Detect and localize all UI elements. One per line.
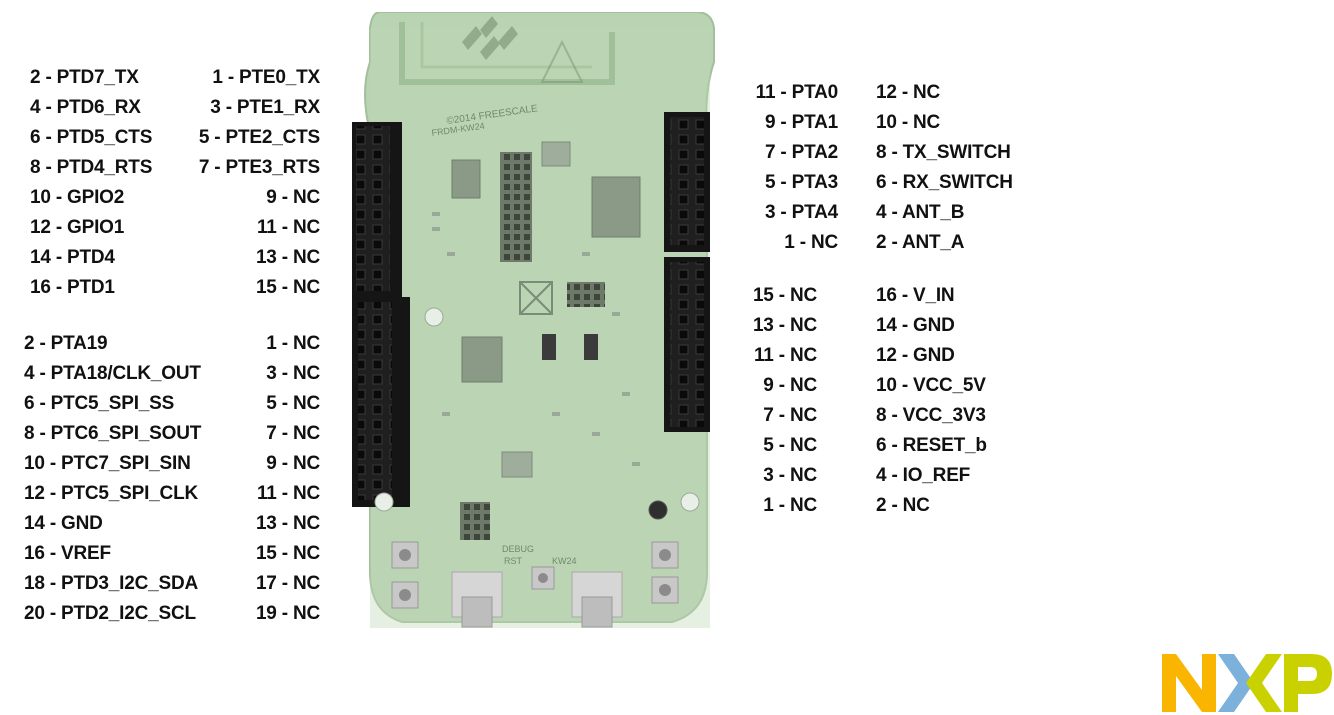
pin-label-odd: 13 - NC	[255, 513, 320, 534]
pin-label-even: 12 - GPIO1	[30, 217, 125, 238]
pin-label-odd: 9 - NC	[266, 453, 320, 474]
pin-label-odd: 1 - PTE0_TX	[212, 67, 320, 88]
pin-label-odd: 1 - NC	[763, 495, 817, 516]
pin-label-odd: 17 - NC	[255, 573, 320, 594]
chip-small	[451, 159, 481, 199]
pin-label-odd: 3 - NC	[763, 465, 817, 486]
pin-label-even: 16 - VREF	[24, 543, 111, 564]
pin-label-odd: 9 - PTA1	[764, 112, 838, 133]
silkscreen-debug: DEBUG	[502, 544, 534, 554]
pin-label-even: 4 - PTD6_RX	[30, 97, 141, 118]
freescale-logo-icon	[462, 16, 584, 83]
pin-label-even: 18 - PTD3_I2C_SDA	[24, 573, 199, 594]
debug-chip	[461, 336, 503, 383]
pin-label-even: 4 - ANT_B	[876, 202, 965, 223]
pin-label-even: 12 - NC	[876, 82, 941, 103]
pin-label-odd: 11 - NC	[753, 345, 817, 366]
pin-label-odd: 5 - NC	[266, 393, 320, 414]
crossed-marker-icon	[519, 281, 553, 315]
pin-label-even: 6 - PTD5_CTS	[30, 127, 153, 148]
jumper	[584, 334, 598, 360]
pin-label-odd: 7 - NC	[266, 423, 320, 444]
pin-label-odd: 1 - NC	[784, 232, 838, 253]
pin-label-odd: 7 - NC	[763, 405, 817, 426]
pin-label-even: 10 - GPIO2	[30, 187, 125, 208]
pin-label-odd: 11 - NC	[256, 483, 320, 504]
pin-label-odd: 11 - NC	[256, 217, 320, 238]
pin-label-odd: 5 - PTE2_CTS	[198, 127, 320, 148]
pin-label-even: 12 - PTC5_SPI_CLK	[24, 483, 198, 504]
silkscreen-rst: RST	[504, 556, 523, 566]
pin-label-even: 2 - PTA19	[24, 333, 108, 354]
pin-label-even: 2 - NC	[876, 495, 930, 516]
pin-label-odd: 5 - PTA3	[764, 172, 838, 193]
pin-label-even: 10 - NC	[876, 112, 941, 133]
pin-label-odd: 9 - NC	[763, 375, 817, 396]
pin-label-odd: 3 - NC	[266, 363, 320, 384]
antenna-trace	[399, 22, 615, 85]
mounting-hole	[424, 307, 444, 327]
pin-label-even: 6 - RX_SWITCH	[876, 172, 1013, 193]
pin-label-even: 6 - RESET_b	[876, 435, 987, 456]
pin-label-odd: 5 - NC	[763, 435, 817, 456]
pin-label-even: 8 - VCC_3V3	[876, 405, 986, 426]
pin-label-odd: 13 - NC	[255, 247, 320, 268]
pin-label-even: 14 - GND	[24, 513, 103, 534]
pin-label-even: 8 - PTD4_RTS	[30, 157, 153, 178]
frdm-kw24-board-image: ©2014 FREESCALE FRDM-KW24	[352, 12, 722, 645]
jumper	[542, 334, 556, 360]
mounting-hole	[680, 492, 700, 512]
center-pin-header	[500, 152, 532, 262]
mounting-hole	[374, 492, 394, 512]
pin-label-even: 2 - PTD7_TX	[30, 67, 139, 88]
pin-label-even: 12 - GND	[876, 345, 955, 366]
pin-label-odd: 3 - PTE1_RX	[210, 97, 320, 118]
pin-label-even: 2 - ANT_A	[876, 232, 965, 253]
pin-label-odd: 3 - PTA4	[764, 202, 838, 223]
pin-label-odd: 7 - PTA2	[764, 142, 838, 163]
pin-label-even: 6 - PTC5_SPI_SS	[24, 393, 175, 414]
pin-label-odd: 11 - PTA0	[755, 82, 839, 103]
pin-label-odd: 13 - NC	[752, 315, 817, 336]
pin-label-odd: 15 - NC	[752, 285, 817, 306]
silkscreen-kw24: KW24	[552, 556, 577, 566]
pin-label-odd: 15 - NC	[255, 277, 320, 298]
pin-label-odd: 1 - NC	[266, 333, 320, 354]
push-button	[391, 581, 419, 609]
pin-label-odd: 9 - NC	[266, 187, 320, 208]
pin-label-odd: 19 - NC	[255, 603, 320, 624]
pin-label-even: 4 - PTA18/CLK_OUT	[24, 363, 201, 384]
pin-label-odd: 15 - NC	[255, 543, 320, 564]
pin-label-even: 16 - V_IN	[876, 285, 955, 306]
pin-label-even: 14 - PTD4	[30, 247, 115, 268]
pin-label-even: 14 - GND	[876, 315, 955, 336]
pin-label-even: 16 - PTD1	[30, 277, 115, 298]
nxp-logo	[1162, 652, 1332, 714]
buzzer	[648, 500, 668, 520]
pin-label-even: 8 - PTC6_SPI_SOUT	[24, 423, 202, 444]
pin-label-even: 10 - PTC7_SPI_SIN	[24, 453, 191, 474]
pin-label-even: 10 - VCC_5V	[876, 375, 986, 396]
pin-label-odd: 7 - PTE3_RTS	[198, 157, 320, 178]
mcu-chip	[591, 176, 641, 238]
pin-label-even: 4 - IO_REF	[876, 465, 971, 486]
pin-label-even: 8 - TX_SWITCH	[876, 142, 1011, 163]
pin-label-even: 20 - PTD2_I2C_SCL	[24, 603, 196, 624]
